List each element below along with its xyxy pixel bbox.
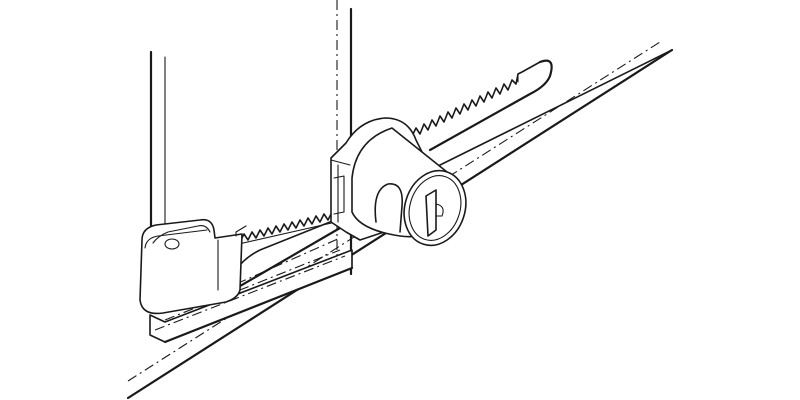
clamp-bracket bbox=[139, 218, 247, 315]
glass-panel-left bbox=[149, 50, 166, 247]
key-slot bbox=[425, 189, 444, 237]
toothed-ratchet-bar-left bbox=[229, 211, 337, 247]
toothed-ratchet-bar-right bbox=[411, 59, 553, 152]
cylinder-lock-body bbox=[330, 117, 467, 247]
bottom-channel bbox=[149, 249, 354, 344]
